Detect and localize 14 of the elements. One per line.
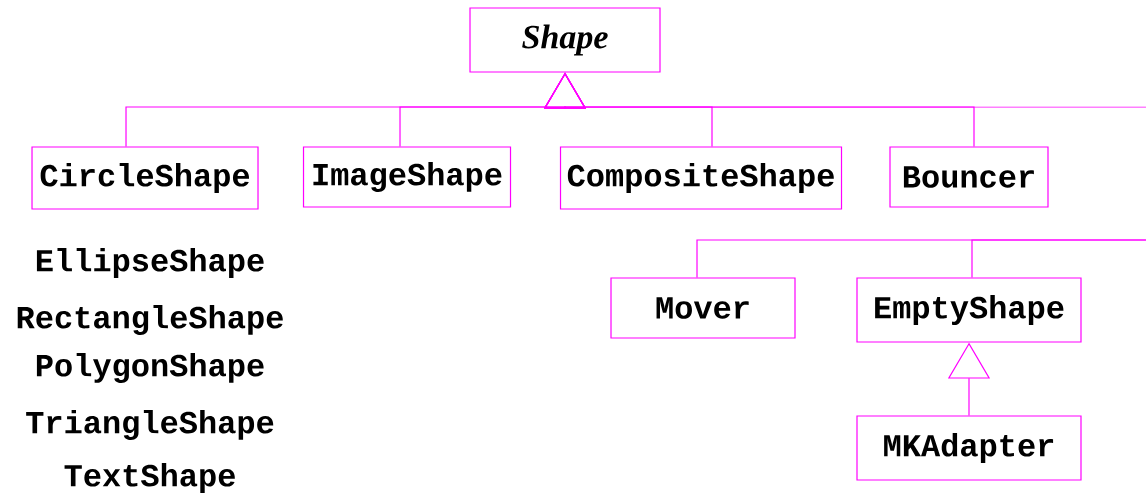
class-name: RectangleShape	[17, 305, 283, 335]
class-name: PolygonShape	[36, 353, 264, 383]
class-box: Bouncer	[889, 146, 1049, 208]
inheritance-line	[971, 239, 1146, 278]
class-name: TextShape	[64, 463, 235, 493]
class-name: TriangleShape	[26, 410, 274, 440]
class-box: ImageShape	[302, 146, 512, 208]
class-box: EmptyShape	[856, 277, 1082, 343]
class-box: Shape	[469, 7, 661, 73]
class-name: EllipseShape	[36, 248, 264, 278]
class-box: CircleShape	[31, 146, 259, 210]
class-box: Mover	[610, 277, 796, 339]
class-box: CompositeShape	[559, 146, 843, 210]
class-box: MKAdapter	[856, 415, 1082, 481]
